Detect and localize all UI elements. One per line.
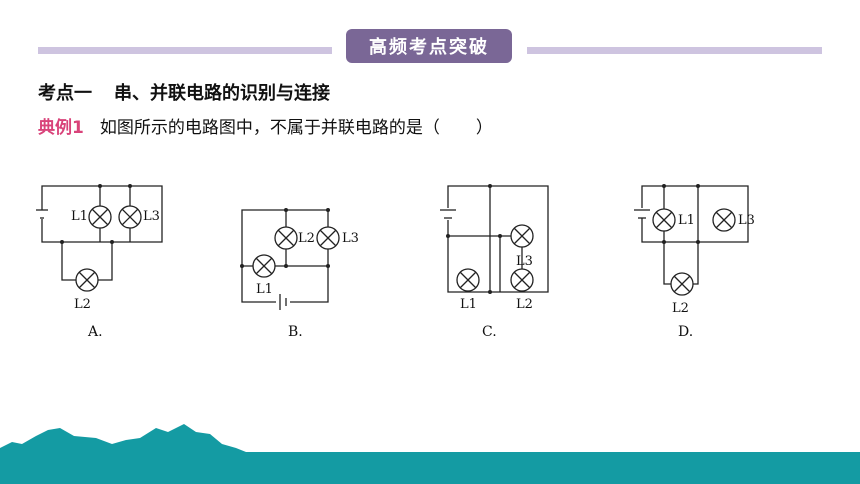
lamp-label: L2 <box>74 297 91 312</box>
lamp-icon <box>510 268 534 292</box>
lamp-label: L1 <box>460 297 477 312</box>
section-title: 串、并联电路的识别与连接 <box>114 83 330 104</box>
circuit-d: L1 L3 L2 D. <box>632 184 755 340</box>
lamp-label: L1 <box>678 213 695 228</box>
question-close-paren: ） <box>475 118 493 138</box>
lamp-icon <box>118 205 142 229</box>
lamp-icon <box>274 226 298 250</box>
lamp-label: L3 <box>516 254 533 269</box>
circuit-c: L3 L1 L2 C. <box>438 184 549 340</box>
circuit-b: L2 L3 L1 B. <box>240 208 359 340</box>
lamp-icon <box>252 254 276 278</box>
lamp-label: L2 <box>516 297 533 312</box>
option-label: B. <box>288 324 303 340</box>
footer-mountains <box>0 424 860 484</box>
circuit-a: L1 L3 L2 A. <box>36 184 163 340</box>
section-label: 考点一 <box>38 83 92 104</box>
example-question: 典例1 如图所示的电路图中，不属于并联电路的是（ ） <box>38 113 493 138</box>
lamp-icon <box>456 268 480 292</box>
section-heading: 考点一 串、并联电路的识别与连接 <box>38 79 330 105</box>
lamp-label: L2 <box>298 231 315 246</box>
lamp-icon <box>75 268 99 292</box>
question-text: 如图所示的电路图中，不属于并联电路的是（ <box>99 118 440 138</box>
option-label: D. <box>678 324 693 340</box>
lamp-label: L2 <box>672 301 689 316</box>
header-bar-right <box>527 47 822 54</box>
lamp-label: L1 <box>256 282 273 297</box>
lamp-icon <box>712 208 736 232</box>
option-label: C. <box>482 324 497 340</box>
header-badge: 高频考点突破 <box>346 29 512 63</box>
lamp-label: L3 <box>143 209 160 224</box>
example-label: 典例1 <box>38 118 84 138</box>
lamp-icon <box>670 272 694 296</box>
lamp-label: L1 <box>71 209 88 224</box>
lamp-label: L3 <box>738 213 755 228</box>
header-bar-left <box>38 47 332 54</box>
option-label: A. <box>87 324 103 340</box>
lamp-icon <box>652 208 676 232</box>
lamp-icon <box>88 205 112 229</box>
lamp-icon <box>316 226 340 250</box>
lamp-label: L3 <box>342 231 359 246</box>
lamp-icon <box>510 224 534 248</box>
